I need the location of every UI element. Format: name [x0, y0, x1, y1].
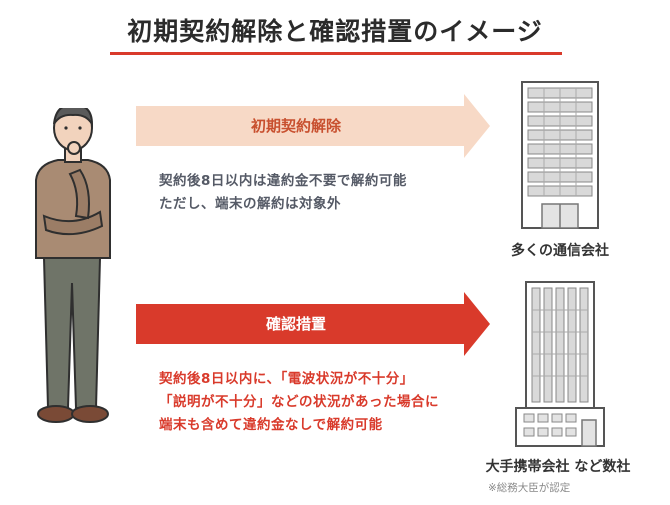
building-label-many-carriers: 多くの通信会社 [511, 243, 609, 259]
small-office-building-icon [521, 81, 599, 229]
description-initial-cancellation: 契約後8日以内は違約金不要で解約可能 ただし、端末の解約は対象外 [159, 170, 407, 216]
building-label-major-carriers: 大手携帯会社 など数社 [485, 459, 631, 475]
description-line: 契約後8日以内は違約金不要で解約可能 [159, 173, 407, 189]
arrow-label-confirmation-measure: 確認措置 [265, 315, 326, 333]
description-line: 契約後8日以内に、「電波状況が不十分」 [159, 371, 414, 387]
ministry-note: ※総務大臣が認定 [488, 482, 571, 494]
description-line: 「説明が不十分」などの状況があった場合に [159, 394, 439, 410]
arrow-label-initial-cancellation: 初期契約解除 [250, 117, 341, 135]
confirmation-measure-arrow [136, 292, 490, 356]
initial-cancellation-arrow [136, 94, 490, 158]
thinking-person-icon [35, 108, 111, 423]
description-line: ただし、端末の解約は対象外 [159, 196, 341, 212]
description-confirmation-measure: 契約後8日以内に、「電波状況が不十分」 「説明が不十分」などの状況があった場合に… [159, 368, 439, 437]
page-title: 初期契約解除と確認措置のイメージ [127, 17, 543, 46]
tall-office-building-icon [515, 281, 605, 447]
title-underline [110, 52, 562, 55]
description-line: 端末も含めて違約金なしで解約可能 [159, 417, 383, 433]
